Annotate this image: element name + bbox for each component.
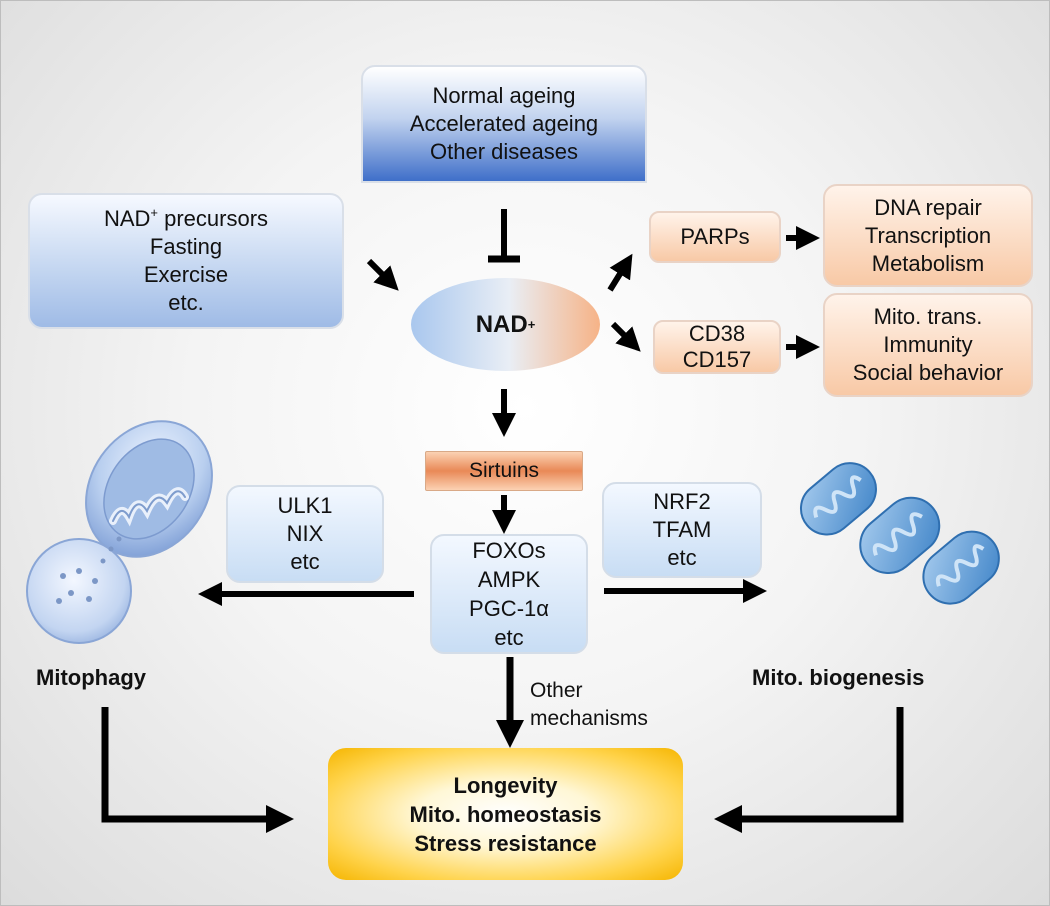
effector-4: etc: [494, 625, 524, 650]
biogenesis-to-outcome-arrow: [714, 707, 904, 833]
effector-1: FOXOs: [472, 538, 546, 563]
disease-line-2: Accelerated ageing: [409, 111, 599, 136]
precursor-line-1: NAD+ precursors: [103, 205, 269, 231]
parps-label: PARPs: [680, 224, 750, 249]
effector-2: AMPK: [477, 567, 541, 592]
ageing-disease-box: Normal ageing Accelerated ageing Other d…: [361, 65, 647, 183]
mitophagy-mediator-2: NIX: [286, 521, 324, 546]
parp-outcome-1: DNA repair: [874, 194, 982, 220]
nad-to-parps-arrow: [607, 253, 633, 292]
inhibition-arrow: [488, 209, 520, 263]
parp-outcome-3: Metabolism: [871, 250, 985, 276]
cd-outcome-3: Social behavior: [852, 360, 1004, 385]
precursor-line-2: Fasting: [149, 234, 223, 259]
precursor-to-nad-arrow: [366, 258, 399, 291]
parp-outcomes-box: DNA repair Transcription Metabolism: [823, 184, 1033, 287]
precursor-line-4: etc.: [168, 290, 204, 315]
cd-line-2: CD157: [682, 347, 752, 372]
cd-line-1: CD38: [688, 321, 746, 346]
other-mechanisms-label: Other mechanisms: [530, 679, 648, 730]
mitochondria-illustration: [799, 462, 1000, 605]
sirtuins-box: Sirtuins: [425, 451, 583, 491]
nad-precursors-box: NAD+ precursors Fasting Exercise etc.: [28, 193, 344, 329]
parps-box: PARPs: [649, 211, 781, 263]
cd-outcome-1: Mito. trans.: [873, 304, 983, 329]
longevity-outcome-box: Longevity Mito. homeostasis Stress resis…: [328, 748, 683, 880]
nad-to-cd-arrow: [610, 321, 641, 352]
nad-node: NAD+: [411, 278, 600, 371]
mitophagy-mediator-3: etc: [290, 549, 320, 574]
cd-outcomes-box: Mito. trans. Immunity Social behavior: [823, 293, 1033, 397]
precursor-line-3: Exercise: [143, 262, 229, 287]
biogenesis-mediators-box: NRF2 TFAM etc: [602, 482, 762, 578]
outcome-line-3: Stress resistance: [414, 830, 597, 856]
cd38-cd157-box: CD38 CD157: [653, 320, 781, 374]
cd-outcome-2: Immunity: [883, 332, 973, 357]
biogenesis-mediator-3: etc: [667, 545, 697, 570]
biogenesis-mediator-2: TFAM: [652, 517, 712, 542]
mitophagy-mediator-1: ULK1: [277, 493, 333, 518]
mito-biogenesis-label: Mito. biogenesis: [752, 665, 925, 690]
outcome-line-2: Mito. homeostasis: [409, 801, 602, 827]
effectors-box: FOXOs AMPK PGC-1α etc: [430, 534, 588, 654]
disease-line-1: Normal ageing: [432, 83, 576, 108]
mitophagy-illustration: [26, 420, 213, 644]
sirtuins-label: Sirtuins: [468, 459, 540, 482]
biogenesis-mediator-1: NRF2: [653, 489, 711, 514]
mitophagy-mediators-box: ULK1 NIX etc: [226, 485, 384, 583]
parp-outcome-2: Transcription: [864, 222, 992, 248]
mitophagy-to-outcome-arrow: [101, 707, 294, 833]
effector-3: PGC-1α: [469, 596, 549, 621]
mitophagy-label: Mitophagy: [36, 665, 146, 690]
outcome-line-1: Longevity: [453, 772, 558, 798]
disease-line-3: Other diseases: [430, 139, 578, 164]
